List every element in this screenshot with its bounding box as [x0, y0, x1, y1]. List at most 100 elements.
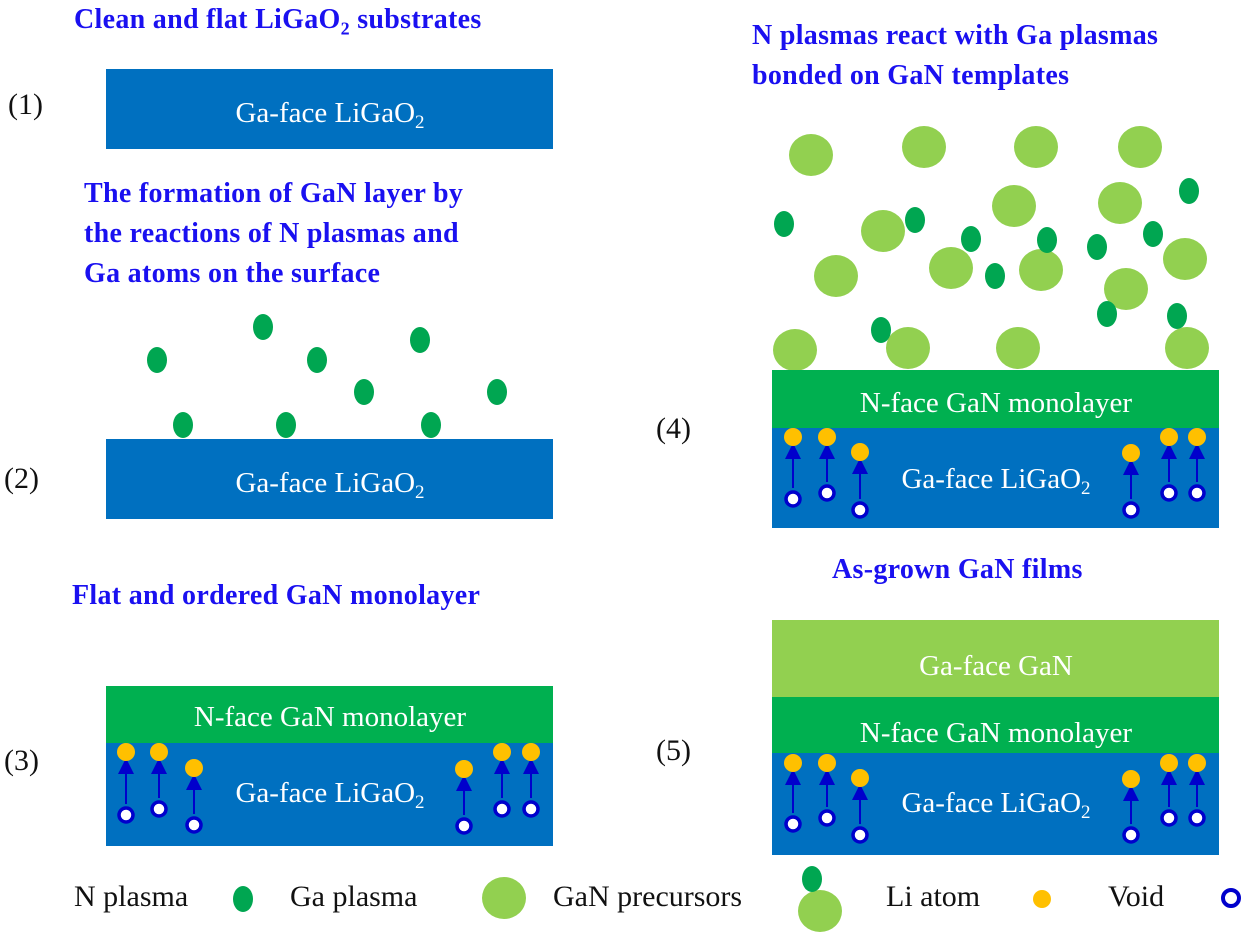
legend-void-label: Void	[1108, 880, 1164, 913]
panel5-film	[772, 620, 1219, 697]
heading-step2: The formation of GaN layer by the reacti…	[84, 174, 463, 294]
ga-plasma	[1118, 126, 1162, 168]
void	[818, 484, 836, 502]
heading-step2-line1: The formation of GaN layer by	[84, 178, 464, 209]
legend-void-icon	[1221, 888, 1241, 908]
li-atom	[522, 743, 540, 761]
legend-li-atom-label: Li atom	[886, 880, 980, 913]
ga-plasma	[929, 247, 973, 289]
li-void-pair	[1160, 754, 1178, 827]
void	[1160, 484, 1178, 502]
li-void-pair	[493, 743, 511, 818]
panel4-substrate	[772, 428, 1219, 528]
n-plasma	[421, 412, 441, 438]
ga-plasma	[1165, 327, 1209, 369]
heading-step4: N plasmas react with Ga plasmas bonded o…	[752, 16, 1158, 96]
legend-gan-precursors-icon	[798, 866, 842, 932]
li-atom	[784, 754, 802, 772]
li-void-pair	[784, 754, 802, 833]
li-void-pair	[1188, 428, 1206, 502]
legend-n-plasma-icon	[233, 886, 253, 912]
void	[150, 800, 168, 818]
li-void-pair	[455, 760, 473, 835]
panel3-substrate-label: Ga-face LiGaO2	[235, 777, 424, 813]
n-plasma	[961, 226, 981, 252]
li-atom	[851, 769, 869, 787]
li-void-pair	[150, 743, 168, 818]
heading-step2-line2: the reactions of N plasmas and	[84, 218, 459, 249]
void	[1122, 501, 1140, 519]
panel4-n-plasmas	[774, 178, 1199, 343]
void	[784, 490, 802, 508]
li-atom	[1188, 428, 1206, 446]
void	[493, 800, 511, 818]
ga-plasma	[861, 210, 905, 252]
li-atom	[1160, 754, 1178, 772]
void	[1188, 484, 1206, 502]
void	[1122, 826, 1140, 844]
n-plasma	[985, 263, 1005, 289]
panel4-substrate-label: Ga-face LiGaO2	[901, 463, 1090, 499]
panel5-monolayer	[772, 697, 1219, 753]
step-label-2: (2)	[4, 462, 39, 495]
ga-plasma	[814, 255, 858, 297]
n-plasma	[774, 211, 794, 237]
li-void-pair	[818, 754, 836, 827]
n-plasma	[410, 327, 430, 353]
heading-step3: Flat and ordered GaN monolayer	[72, 580, 481, 611]
step-label-3: (3)	[4, 744, 39, 777]
panel4-li-diffusion	[784, 428, 1206, 519]
step-label-1: (1)	[8, 88, 43, 121]
n-plasma	[307, 347, 327, 373]
panel4-ga-plasmas	[773, 126, 1209, 371]
n-plasma	[487, 379, 507, 405]
panel3-substrate	[106, 743, 553, 846]
li-void-pair	[522, 743, 540, 818]
heading-step1-tail: substrates	[349, 4, 482, 35]
ga-plasma	[789, 134, 833, 176]
panel5-li-diffusion	[784, 754, 1206, 844]
panel3-monolayer	[106, 686, 553, 743]
panel2-substrate-label: Ga-face LiGaO2	[235, 467, 424, 503]
heading-step4-line2: bonded on GaN templates	[752, 60, 1070, 91]
heading-step1-sub: 2	[340, 18, 350, 39]
n-plasma	[1037, 227, 1057, 253]
li-atom	[1188, 754, 1206, 772]
li-void-pair	[117, 743, 135, 824]
n-plasma	[1143, 221, 1163, 247]
li-atom	[117, 743, 135, 761]
panel5-substrate-label: Ga-face LiGaO2	[901, 787, 1090, 823]
panel4-monolayer	[772, 370, 1219, 428]
legend-gan-precursors-label: GaN precursors	[553, 880, 742, 913]
ga-plasma	[773, 329, 817, 371]
n-plasma	[905, 207, 925, 233]
ga-plasma	[1104, 268, 1148, 310]
n-plasma	[1087, 234, 1107, 260]
void	[117, 806, 135, 824]
li-void-pair	[1122, 770, 1140, 844]
ga-plasma	[992, 185, 1036, 227]
ga-plasma	[996, 327, 1040, 369]
heading-step5: As-grown GaN films	[832, 554, 1083, 585]
ga-plasma	[1014, 126, 1058, 168]
panel5-monolayer-label: N-face GaN monolayer	[860, 717, 1132, 749]
li-void-pair	[1122, 444, 1140, 519]
heading-step1-text: Clean and flat LiGaO	[74, 4, 341, 35]
li-void-pair	[851, 443, 869, 519]
step-label-4: (4)	[656, 412, 691, 445]
li-atom	[1122, 444, 1140, 462]
n-plasma	[276, 412, 296, 438]
void	[851, 501, 869, 519]
void	[818, 809, 836, 827]
panel2-substrate	[106, 439, 553, 519]
panel2-n-plasmas	[147, 314, 507, 438]
void	[1188, 809, 1206, 827]
void	[185, 816, 203, 834]
n-plasma	[253, 314, 273, 340]
panel1-substrate-label: Ga-face LiGaO2	[235, 97, 424, 133]
n-plasma	[173, 412, 193, 438]
void	[522, 800, 540, 818]
li-atom	[1160, 428, 1178, 446]
heading-step1: Clean and flat LiGaO2 substrates	[74, 2, 482, 47]
li-void-pair	[1160, 428, 1178, 502]
